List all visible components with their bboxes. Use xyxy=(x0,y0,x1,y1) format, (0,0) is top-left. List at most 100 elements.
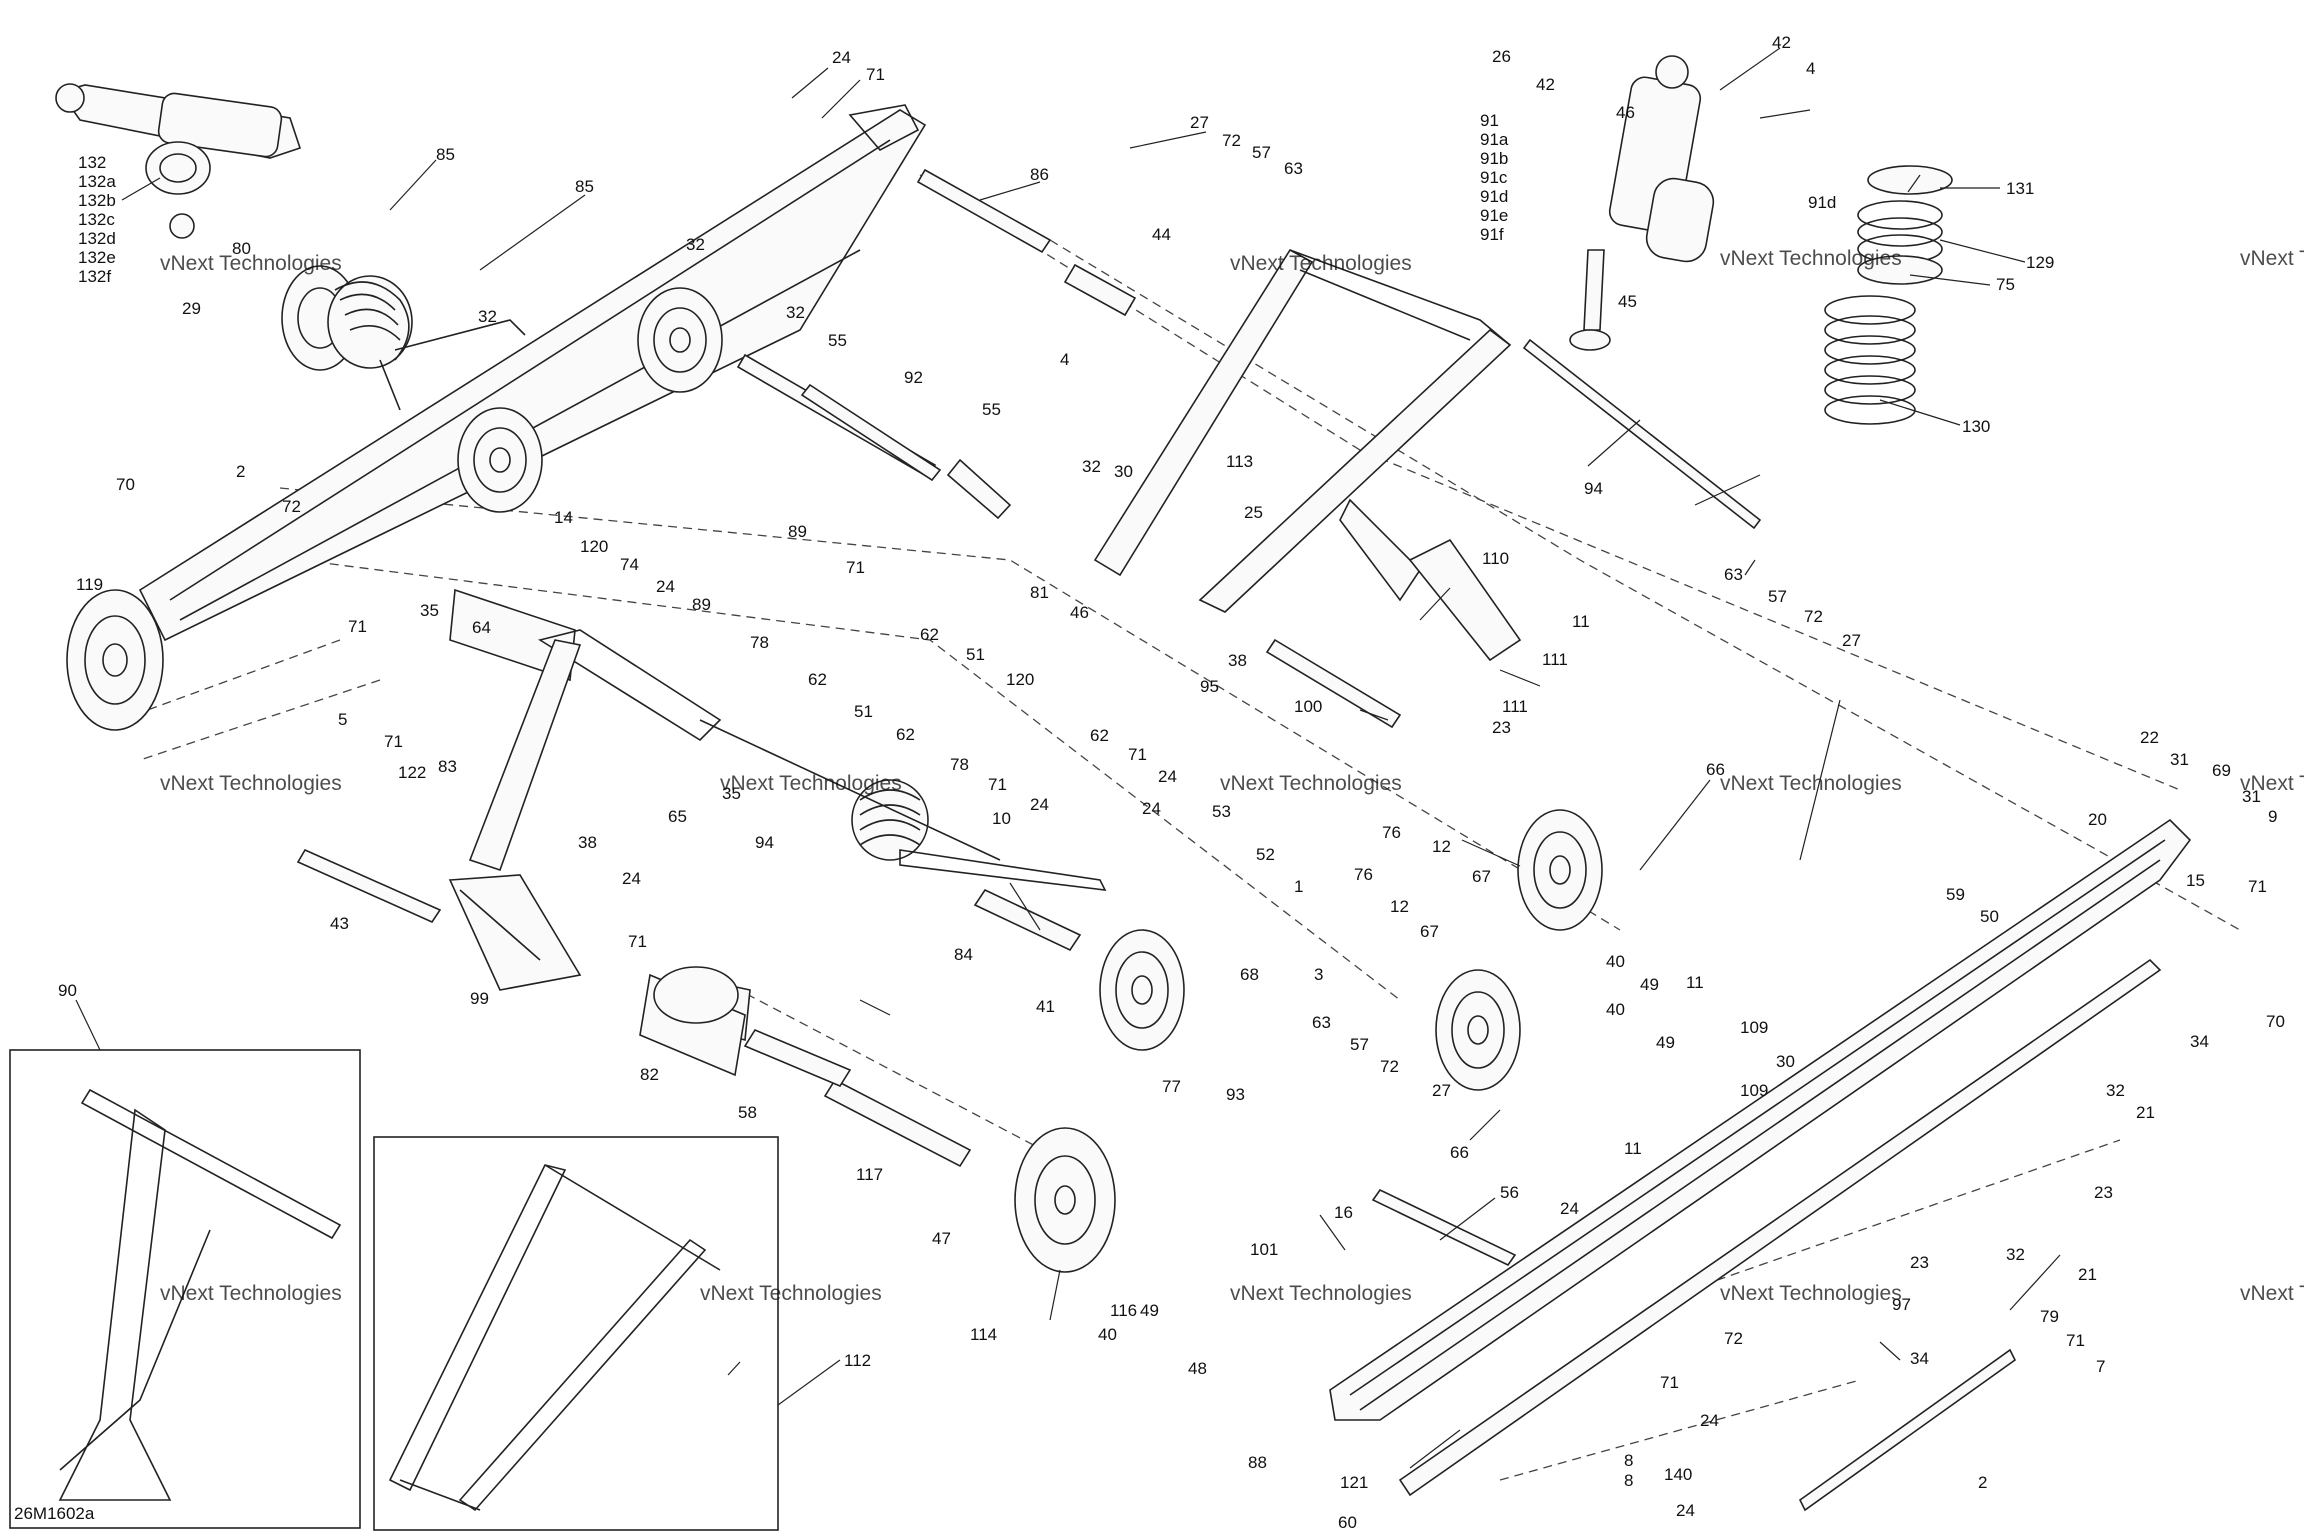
callout: 55 xyxy=(982,400,1001,419)
coil-spring xyxy=(1824,165,1953,425)
callout: 132a xyxy=(78,172,116,191)
callout: 91f xyxy=(1480,225,1504,244)
right-slide-rail xyxy=(1329,818,2192,1512)
callout: 71 xyxy=(2066,1331,2085,1350)
callout: 44 xyxy=(1152,225,1171,244)
callout: 111 xyxy=(1502,697,1528,716)
callout: 71 xyxy=(988,775,1007,794)
callout: 21 xyxy=(2078,1265,2097,1284)
callout: 100 xyxy=(1294,697,1322,716)
callout: 121 xyxy=(1340,1473,1368,1492)
callout: 42 xyxy=(1772,33,1791,52)
callout: 3 xyxy=(1314,965,1323,984)
callout: 76 xyxy=(1382,823,1401,842)
callout: 42 xyxy=(1536,75,1555,94)
svg-text:vNext Technologies: vNext Technologies xyxy=(1720,1282,1902,1305)
callout: 35 xyxy=(722,784,741,803)
callout: 140 xyxy=(1664,1465,1692,1484)
idler-wheel-front xyxy=(66,589,164,731)
callout: 62 xyxy=(920,625,939,644)
callout: 91d xyxy=(1480,187,1508,206)
callout: 24 xyxy=(622,869,641,888)
callout: 62 xyxy=(808,670,827,689)
callout: 38 xyxy=(578,833,597,852)
callout: 60 xyxy=(1338,1513,1357,1532)
callout: 15 xyxy=(2186,871,2205,890)
inset-90 xyxy=(9,1049,361,1529)
callout: 1 xyxy=(1294,877,1303,896)
callout: 46 xyxy=(1070,603,1089,622)
torsion-spring-front xyxy=(281,265,526,411)
callout: 27 xyxy=(1432,1081,1451,1100)
callout: 24 xyxy=(1142,799,1161,818)
callout: 52 xyxy=(1256,845,1275,864)
callout: 109 xyxy=(1740,1081,1768,1100)
svg-text:vNext Technologies: vNext Technologies xyxy=(2240,247,2304,270)
callout-labels: 24 71 132 132a 132b 132c 132d 132e 132f … xyxy=(58,33,2285,1532)
front-shock-absorber xyxy=(55,83,302,239)
callout: 71 xyxy=(1660,1373,1679,1392)
callout: 24 xyxy=(656,577,675,596)
callout: 12 xyxy=(1390,897,1409,916)
callout: 130 xyxy=(1962,417,1990,436)
callout: 38 xyxy=(1228,651,1247,670)
callout: 29 xyxy=(182,299,201,318)
callout: 2 xyxy=(236,462,245,481)
callout: 34 xyxy=(1910,1349,1929,1368)
callout: 89 xyxy=(788,522,807,541)
callout: 91d xyxy=(1808,193,1836,212)
callout: 132b xyxy=(78,191,116,210)
callout: 131 xyxy=(2006,179,2034,198)
callout: 40 xyxy=(1098,1325,1117,1344)
callout: 86 xyxy=(1030,165,1049,184)
wheel-66-upper xyxy=(1517,809,1603,931)
callout: 72 xyxy=(1724,1329,1743,1348)
svg-text:vNext Technologies: vNext Technologies xyxy=(2240,772,2304,795)
callout: 20 xyxy=(2088,810,2107,829)
callout: 91 xyxy=(1480,111,1499,130)
callout: 119 xyxy=(76,575,103,594)
callout: 16 xyxy=(1334,1203,1353,1222)
callout: 27 xyxy=(1842,631,1861,650)
callout: 32 xyxy=(478,307,497,326)
callout: 72 xyxy=(1804,607,1823,626)
callout: 8 xyxy=(1624,1471,1633,1490)
callout: 71 xyxy=(384,732,403,751)
callout: 11 xyxy=(1686,973,1704,992)
callout: 74 xyxy=(620,555,639,574)
callout: 91e xyxy=(1480,206,1508,225)
callout: 67 xyxy=(1420,922,1439,941)
wheel-77 xyxy=(1099,929,1185,1051)
callout: 57 xyxy=(1350,1035,1369,1054)
callout: 31 xyxy=(2170,750,2189,769)
callout: 71 xyxy=(846,558,865,577)
callout: 24 xyxy=(1676,1501,1695,1520)
callout: 7 xyxy=(2096,1357,2105,1376)
callout: 48 xyxy=(1188,1359,1207,1378)
svg-text:vNext Technologies: vNext Technologies xyxy=(1230,1282,1412,1305)
wheel-66-lower xyxy=(1435,969,1521,1091)
svg-text:vNext Technologies: vNext Technologies xyxy=(1230,252,1412,275)
callout: 63 xyxy=(1284,159,1303,178)
callout: 63 xyxy=(1724,565,1743,584)
callout: 55 xyxy=(828,331,847,350)
callout: 132 xyxy=(78,153,106,172)
callout: 10 xyxy=(992,809,1011,828)
callout: 9 xyxy=(2268,807,2277,826)
callout: 66 xyxy=(1706,760,1725,779)
callout: 91b xyxy=(1480,149,1508,168)
callout: 90 xyxy=(58,981,77,1000)
idler-wheel-mid xyxy=(457,407,543,513)
watermarks: vNext Technologies vNext Technologies vN… xyxy=(160,247,2304,1305)
callout: 24 xyxy=(1700,1411,1719,1430)
callout: 46 xyxy=(1616,103,1635,122)
callout: 94 xyxy=(755,833,774,852)
callout: 78 xyxy=(750,633,769,652)
callout: 24 xyxy=(1030,795,1049,814)
callout: 32 xyxy=(686,235,705,254)
svg-text:vNext Technologies: vNext Technologies xyxy=(1720,772,1902,795)
callout: 81 xyxy=(1030,583,1049,602)
callout: 101 xyxy=(1250,1240,1278,1259)
callout: 72 xyxy=(1380,1057,1399,1076)
callout: 120 xyxy=(580,537,608,556)
